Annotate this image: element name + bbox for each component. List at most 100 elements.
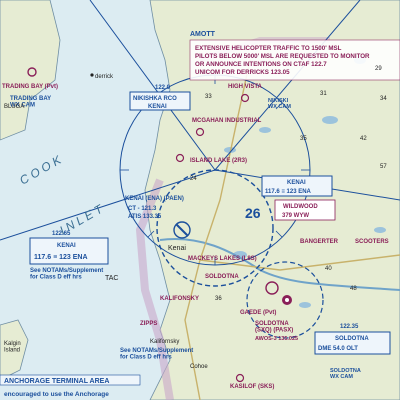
- kenai-atis: ATIS 133.35: [128, 214, 162, 220]
- victor-airway: [0, 169, 216, 241]
- class-d-soldotna: [246, 261, 324, 339]
- text-line: for Class D eff hrs: [120, 355, 172, 361]
- spot-elev: 42: [360, 136, 367, 142]
- kenai-peninsula-land: [144, 0, 400, 400]
- tac-label: TAC: [105, 275, 118, 282]
- spot-elev: 29: [375, 66, 382, 72]
- victor-airway: [89, 0, 216, 171]
- road: [184, 59, 251, 400]
- high-vista-airport[interactable]: HIGH VISTA: [228, 84, 263, 103]
- kalgin-island: [0, 319, 29, 381]
- water-label-cook: C O O K: [17, 152, 64, 187]
- spot-elev: 57: [380, 164, 387, 170]
- kalifornsky-town-label: Kalifornsky: [150, 339, 179, 345]
- wildwood-ndb-box[interactable]: WILDWOOD 379 WYW: [274, 199, 336, 221]
- bluga-label: BLUGA: [4, 104, 24, 110]
- spot-elev: 33: [205, 94, 212, 100]
- lake: [259, 127, 271, 133]
- amott-label: AMOTT: [190, 31, 216, 38]
- wildwood-line: 379 WYW: [282, 213, 309, 219]
- derrick-label: derrick: [95, 74, 114, 80]
- mef-1: 26: [245, 205, 261, 221]
- island-lake-label: ISLAND LAKE (2R3): [190, 158, 247, 164]
- notice-line-2: PILOTS BELOW 5000' MSL ARE REQUESTED TO …: [195, 53, 370, 60]
- soldotna-airport[interactable]: SOLDOTNA(SXQ) (PASX) AWOS-3 135.025: [255, 281, 298, 342]
- soldotna-name: SOLDOTNA: [335, 336, 369, 342]
- west-shore-land: [0, 0, 61, 141]
- kenai-right-name: KENAI: [287, 180, 306, 186]
- nikishka-rco-label: NIKISHKA RCO: [133, 96, 177, 102]
- soldotna-awos: AWOS-3 135.025: [255, 336, 298, 342]
- text-line: WX CAM: [10, 103, 35, 109]
- lake: [322, 116, 338, 124]
- mcgahan-airport[interactable]: MCGAHAN INDUSTRIAL: [192, 118, 262, 137]
- anchorage-banner: ANCHORAGE TERMINAL AREA: [4, 378, 109, 385]
- kenai-right-line: 117.6 ≡ 123 ENA: [265, 189, 312, 195]
- trading-bay-label: TRADING BAY (Pvt): [2, 84, 58, 90]
- kenai-airport[interactable]: KENAI (ENA) (PAEN) CT - 121.3 ATIS 133.3…: [125, 196, 191, 239]
- lake: [299, 302, 311, 308]
- class-e-boundary: [135, 178, 174, 400]
- vor-symbol[interactable]: [282, 295, 292, 305]
- notice-line-1: EXTENSIVE HELICOPTER TRAFFIC TO 1500' MS…: [195, 45, 342, 52]
- victor-airway: [214, 0, 361, 171]
- bangerter-label: BANGERTER: [300, 239, 339, 245]
- island-lake-airport[interactable]: ISLAND LAKE (2R3): [175, 153, 248, 165]
- road: [199, 254, 400, 271]
- kasilof-airport[interactable]: KASILOF (SKS): [230, 373, 274, 391]
- mcgahan-label: MCGAHAN INDUSTRIAL: [192, 118, 262, 124]
- soldotna-vor-box[interactable]: 122.35 SOLDOTNA DME 54.0 OLT: [314, 324, 391, 355]
- cohoe-label: Cohoe: [190, 364, 208, 370]
- soldotna-town-label: SOLDOTNA: [205, 274, 239, 280]
- helicopter-notice: EXTENSIVE HELICOPTER TRAFFIC TO 1500' MS…: [189, 39, 400, 81]
- zipps-label: ZIPPS: [140, 321, 157, 327]
- text-line: for Class D eff hrs: [30, 275, 82, 281]
- high-vista-label: HIGH VISTA: [228, 84, 263, 90]
- nikishka-rco-box[interactable]: 122.0 NIKISHKA RCO KENAI: [129, 85, 191, 111]
- derrick-icon: [90, 73, 94, 77]
- spot-elev: 40: [325, 266, 332, 272]
- anchorage-banner-bg: [0, 374, 141, 386]
- notice-line-4: UNICOM FOR DERRICKS 123.05: [195, 69, 290, 76]
- wildwood-name: WILDWOOD: [283, 204, 318, 210]
- notice-line-3: OR ANNOUNCE INTENTIONS ON CTAF 122.7: [195, 61, 327, 68]
- kenai-left-line: 117.6 ≡ 123 ENA: [34, 254, 88, 261]
- lake: [374, 227, 386, 233]
- kenai-town-label: Kenai: [168, 245, 186, 252]
- kenai-left-freq: 122.65: [52, 231, 71, 237]
- mackeys-label: MACKEYS LAKES (L8S): [188, 256, 257, 262]
- kasilof-label: KASILOF (SKS): [230, 384, 274, 390]
- scooters-label: SCOOTERS: [355, 239, 389, 245]
- soldotna-line: DME 54.0 OLT: [318, 346, 358, 352]
- kenai-rco-label: KENAI: [148, 104, 167, 110]
- soldotna-freq: 122.35: [340, 324, 359, 330]
- gaede-label: GAEDE (Pvt): [240, 310, 276, 316]
- kenai-fss-box-left[interactable]: 122.65 KENAI 117.6 ≡ 123 ENA: [29, 231, 109, 265]
- text-line: WX CAM: [268, 104, 291, 110]
- spot-elev: 36: [215, 296, 222, 302]
- spot-elev: 34: [380, 96, 387, 102]
- kenai-river: [159, 238, 400, 291]
- kenai-fss-box-right[interactable]: KENAI 117.6 ≡ 123 ENA: [261, 175, 333, 197]
- spot-elev: 24: [190, 176, 197, 182]
- kenai-ctaf: CT - 121.3: [128, 206, 157, 212]
- kenai-left-name: KENAI: [57, 243, 76, 249]
- lake: [233, 251, 247, 259]
- anchorage-bottom: encouraged to use the Anchorage: [4, 391, 109, 398]
- spot-elev: 48: [350, 286, 357, 292]
- rco-freq: 122.0: [155, 85, 171, 91]
- text-line: Island: [4, 348, 20, 354]
- spot-elev: 35: [300, 136, 307, 142]
- text-line: WX CAM: [330, 374, 353, 380]
- kenai-arpt-label: KENAI (ENA) (PAEN): [125, 196, 184, 202]
- spot-elev: 31: [320, 91, 327, 97]
- kalifonsky-label: KALIFONSKY: [160, 296, 199, 302]
